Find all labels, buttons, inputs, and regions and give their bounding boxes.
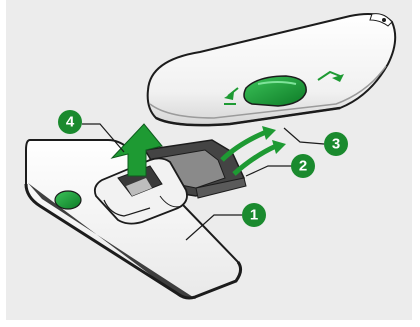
svg-text:1: 1 xyxy=(250,207,258,224)
base-green-button xyxy=(55,191,81,209)
svg-text:2: 2 xyxy=(299,158,307,175)
svg-text:4: 4 xyxy=(66,114,75,131)
callout-4: 4 xyxy=(58,110,82,134)
upper-cover xyxy=(148,14,396,125)
svg-text:3: 3 xyxy=(332,136,340,153)
callout-3: 3 xyxy=(324,132,348,156)
callout-1: 1 xyxy=(242,203,266,227)
callout-2: 2 xyxy=(291,154,315,178)
